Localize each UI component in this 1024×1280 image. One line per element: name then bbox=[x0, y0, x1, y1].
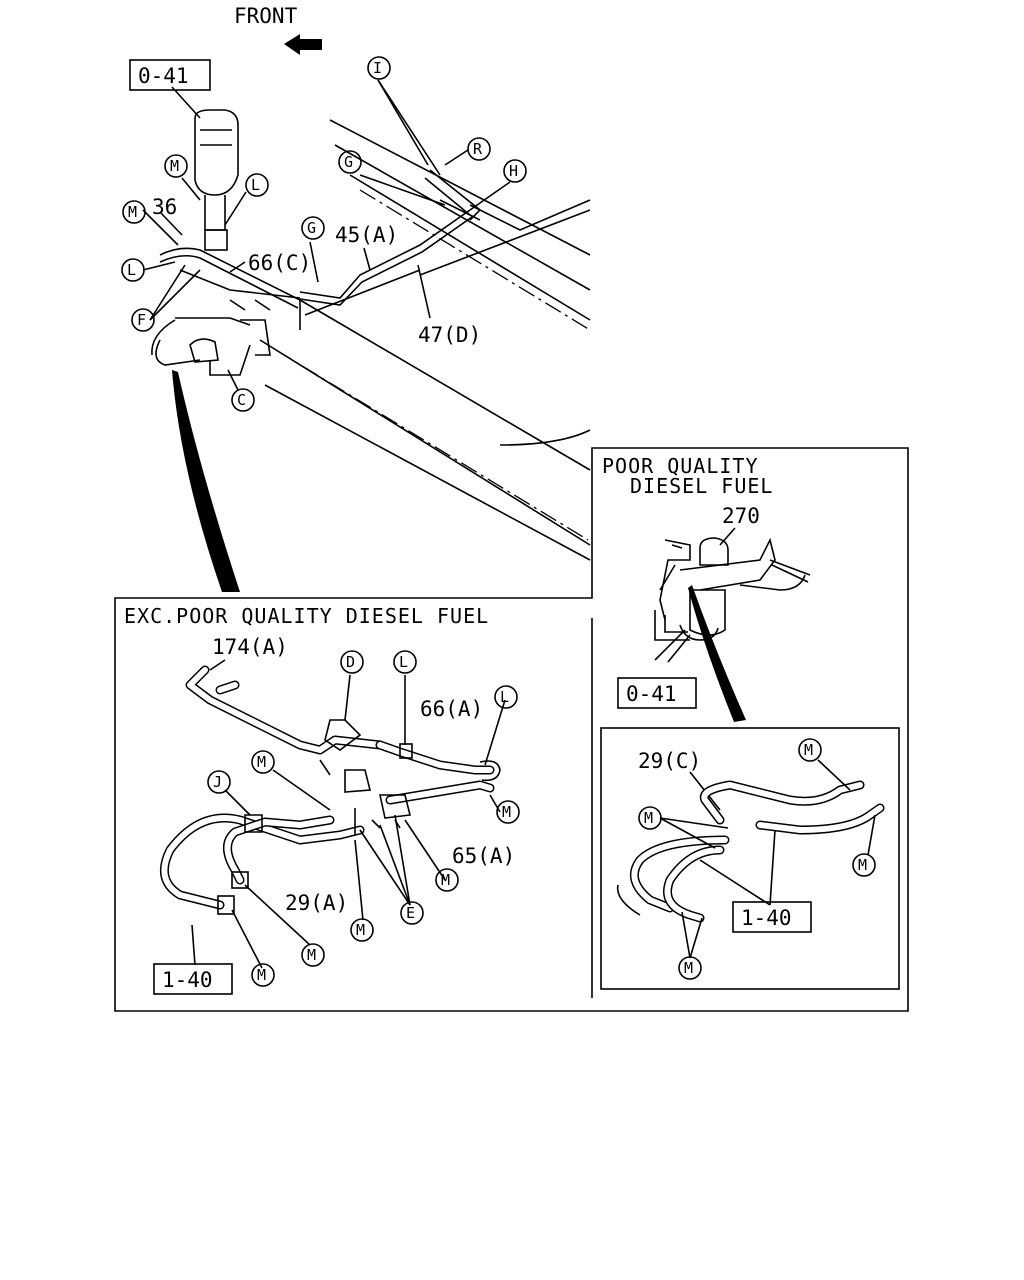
callout-l-2: L bbox=[121, 258, 145, 282]
label-66c: 66(C) bbox=[248, 251, 311, 275]
callout-m-2: M bbox=[122, 200, 146, 224]
poor-title-line2: DIESEL FUEL bbox=[630, 474, 773, 498]
svg-text:J: J bbox=[213, 773, 222, 791]
detail-pointer bbox=[172, 370, 240, 592]
callout-c: C bbox=[231, 388, 255, 412]
svg-text:M: M bbox=[257, 753, 266, 771]
ref-140-inset: 1-40 bbox=[741, 906, 792, 930]
callout-h: H bbox=[503, 159, 527, 183]
ref-box-top bbox=[129, 59, 211, 91]
svg-text:M: M bbox=[170, 157, 179, 175]
exc-callout-m-2: M bbox=[496, 800, 520, 824]
inset-callout-m-4: M bbox=[678, 956, 702, 980]
callout-l-1: L bbox=[245, 173, 269, 197]
label-66a: 66(A) bbox=[420, 697, 483, 721]
label-174a: 174(A) bbox=[212, 635, 288, 659]
exc-callout-m-3: M bbox=[435, 868, 459, 892]
poor-title-line1: POOR QUALITY bbox=[602, 454, 759, 478]
ref-140-exc: 1-40 bbox=[162, 968, 213, 992]
svg-text:M: M bbox=[356, 921, 365, 939]
svg-text:G: G bbox=[307, 219, 316, 237]
svg-text:M: M bbox=[858, 856, 867, 874]
exc-callout-d: D bbox=[340, 650, 364, 674]
svg-text:C: C bbox=[237, 391, 246, 409]
svg-text:L: L bbox=[127, 261, 136, 279]
poor-pointer bbox=[688, 585, 746, 722]
inset-callout-m-1: M bbox=[798, 738, 822, 762]
exc-callout-m-6: M bbox=[251, 963, 275, 987]
callout-g-1: G bbox=[301, 216, 325, 240]
label-270: 270 bbox=[722, 504, 760, 528]
inset-callout-m-3: M bbox=[852, 853, 876, 877]
callout-f: F bbox=[131, 308, 155, 332]
svg-text:E: E bbox=[406, 904, 415, 922]
label-47d: 47(D) bbox=[418, 323, 481, 347]
ref-041-top: 0-41 bbox=[138, 64, 189, 88]
svg-text:M: M bbox=[441, 871, 450, 889]
front-indicator: FRONT bbox=[234, 4, 322, 55]
exc-callout-m-1: M bbox=[251, 750, 275, 774]
svg-text:M: M bbox=[804, 741, 813, 759]
label-29c: 29(C) bbox=[638, 749, 701, 773]
svg-text:D: D bbox=[346, 653, 355, 671]
svg-text:M: M bbox=[684, 959, 693, 977]
inset-panel: 29(C) M M M M bbox=[600, 727, 900, 990]
ref-041-poor: 0-41 bbox=[626, 682, 677, 706]
exc-callout-l-1: L bbox=[393, 650, 417, 674]
label-29a: 29(A) bbox=[285, 891, 348, 915]
svg-text:L: L bbox=[399, 653, 408, 671]
svg-text:M: M bbox=[257, 966, 266, 984]
poor-filter-assembly bbox=[654, 537, 811, 663]
main-view-labels: 0-41 36 66(C) 45(A) 47(D) M M L L F C bbox=[121, 56, 527, 412]
svg-text:L: L bbox=[251, 176, 260, 194]
inset-callout-m-2: M bbox=[638, 806, 662, 830]
exc-callout-m-4: M bbox=[350, 918, 374, 942]
chassis-frame bbox=[259, 119, 591, 561]
main-fuel-lines bbox=[142, 79, 511, 391]
svg-text:I: I bbox=[373, 59, 382, 77]
svg-text:R: R bbox=[473, 140, 483, 158]
exc-poor-quality-panel: EXC.POOR QUALITY DIESEL FUEL 174(A) bbox=[124, 604, 593, 998]
svg-text:M: M bbox=[128, 203, 137, 221]
exc-callout-j: J bbox=[207, 770, 231, 794]
exc-callout-l-2: L bbox=[494, 685, 518, 709]
poor-quality-panel: POOR QUALITY DIESEL FUEL 270 0-41 bbox=[114, 447, 909, 1012]
label-45a: 45(A) bbox=[335, 223, 398, 247]
label-65a: 65(A) bbox=[452, 844, 515, 868]
label-36: 36 bbox=[152, 195, 177, 219]
svg-text:M: M bbox=[502, 803, 511, 821]
svg-text:M: M bbox=[307, 946, 316, 964]
svg-text:M: M bbox=[644, 809, 653, 827]
svg-text:H: H bbox=[509, 162, 518, 180]
callout-r: R bbox=[467, 137, 491, 161]
callout-m-1: M bbox=[164, 154, 188, 178]
exc-title: EXC.POOR QUALITY DIESEL FUEL bbox=[124, 604, 489, 628]
exc-callout-e: E bbox=[400, 901, 424, 925]
front-label: FRONT bbox=[234, 4, 298, 28]
svg-text:F: F bbox=[137, 311, 146, 329]
callout-g-2: G bbox=[338, 150, 362, 174]
front-arrow-icon bbox=[284, 34, 322, 55]
svg-text:G: G bbox=[344, 153, 353, 171]
callout-i: I bbox=[367, 56, 391, 80]
exc-callout-m-5: M bbox=[301, 943, 325, 967]
svg-text:L: L bbox=[500, 688, 509, 706]
